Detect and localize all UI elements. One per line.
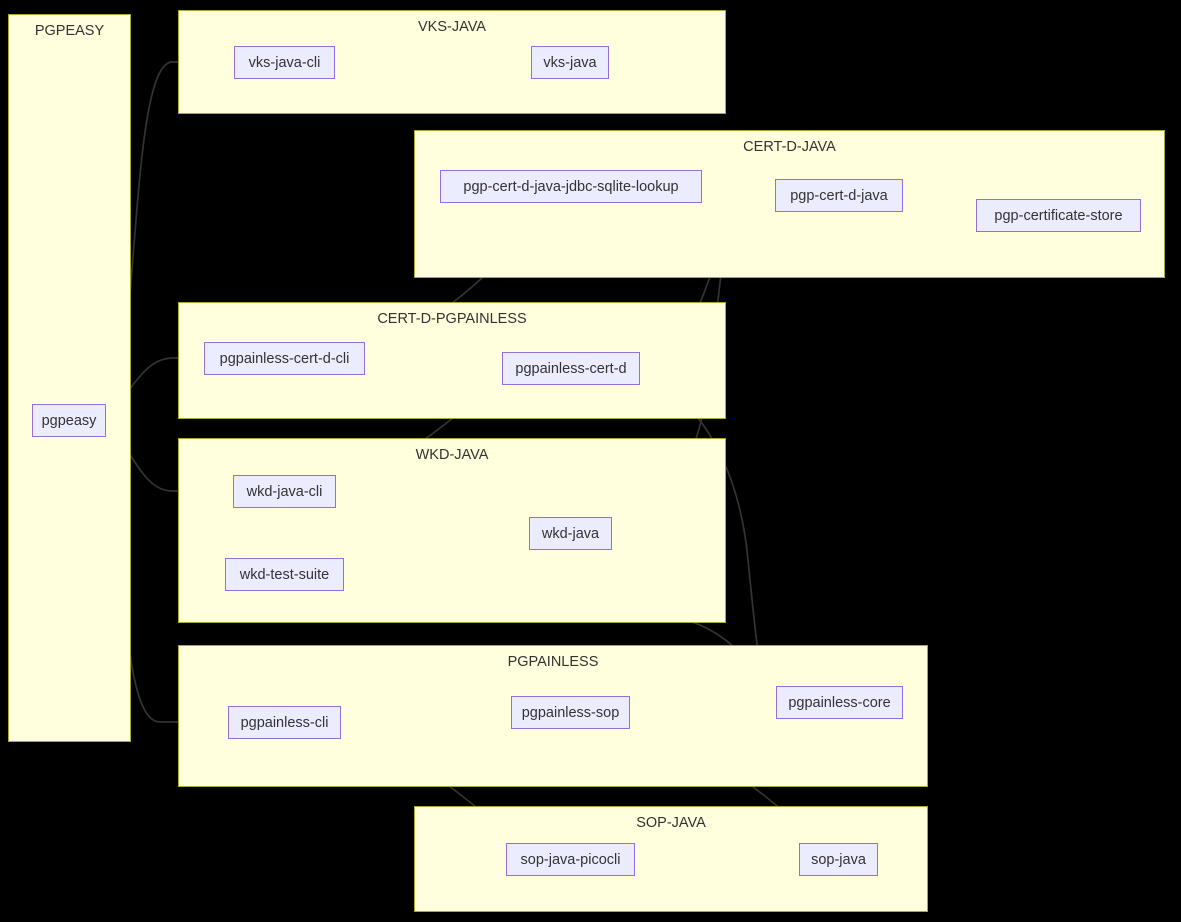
node-label-pgpainless-core: pgpainless-core <box>788 694 891 711</box>
node-wkd-java-cli[interactable]: wkd-java-cli <box>233 475 336 508</box>
cluster-title-wkd_java: WKD-JAVA <box>415 447 489 463</box>
node-pgp-certificate-store[interactable]: pgp-certificate-store <box>976 199 1141 232</box>
node-pgp-cert-d-java[interactable]: pgp-cert-d-java <box>775 179 903 212</box>
node-pgpainless-cert-d-cli[interactable]: pgpainless-cert-d-cli <box>204 342 365 375</box>
node-label-wkd-test-suite: wkd-test-suite <box>239 566 330 583</box>
node-label-pgp-cert-d-java-jdbc-sqlite-lookup: pgp-cert-d-java-jdbc-sqlite-lookup <box>463 178 679 195</box>
node-pgpainless-cert-d[interactable]: pgpainless-cert-d <box>502 352 640 385</box>
node-pgpeasy[interactable]: pgpeasy <box>32 404 106 437</box>
node-pgpainless-cli[interactable]: pgpainless-cli <box>228 706 341 739</box>
node-wkd-test-suite[interactable]: wkd-test-suite <box>225 558 344 591</box>
node-label-pgp-cert-d-java: pgp-cert-d-java <box>790 187 888 204</box>
node-pgpainless-sop[interactable]: pgpainless-sop <box>511 696 630 729</box>
node-label-pgp-certificate-store: pgp-certificate-store <box>994 207 1123 224</box>
node-label-sop-java-picocli: sop-java-picocli <box>520 851 621 868</box>
node-label-pgpainless-cert-d-cli: pgpainless-cert-d-cli <box>219 350 350 367</box>
node-label-wkd-java: wkd-java <box>541 525 600 542</box>
cluster-pgpeasy: PGPEASY <box>8 14 131 742</box>
node-vks-java-cli[interactable]: vks-java-cli <box>234 46 335 79</box>
node-pgpainless-core[interactable]: pgpainless-core <box>776 686 903 719</box>
cluster-title-cert_d_java: CERT-D-JAVA <box>743 139 836 155</box>
cluster-title-pgpeasy: PGPEASY <box>34 23 105 39</box>
node-label-wkd-java-cli: wkd-java-cli <box>246 483 323 500</box>
node-label-pgpainless-cli: pgpainless-cli <box>240 714 329 731</box>
node-label-sop-java: sop-java <box>811 851 866 868</box>
cluster-wkd_java: WKD-JAVA <box>178 438 726 623</box>
node-vks-java[interactable]: vks-java <box>531 46 609 79</box>
node-label-pgpainless-sop: pgpainless-sop <box>521 704 620 721</box>
node-label-pgpeasy: pgpeasy <box>41 412 97 429</box>
node-sop-java-picocli[interactable]: sop-java-picocli <box>506 843 635 876</box>
cluster-title-sop_java: SOP-JAVA <box>636 815 706 831</box>
node-pgp-cert-d-java-jdbc-sqlite-lookup[interactable]: pgp-cert-d-java-jdbc-sqlite-lookup <box>440 170 702 203</box>
cluster-title-vks_java: VKS-JAVA <box>418 19 486 35</box>
node-sop-java[interactable]: sop-java <box>799 843 878 876</box>
node-label-vks-java: vks-java <box>543 54 597 71</box>
node-label-pgpainless-cert-d: pgpainless-cert-d <box>515 360 627 377</box>
cluster-title-cert_d_pgpainless: CERT-D-PGPAINLESS <box>377 311 527 327</box>
cluster-title-pgpainless: PGPAINLESS <box>507 654 599 670</box>
node-wkd-java[interactable]: wkd-java <box>529 517 612 550</box>
node-label-vks-java-cli: vks-java-cli <box>248 54 321 71</box>
